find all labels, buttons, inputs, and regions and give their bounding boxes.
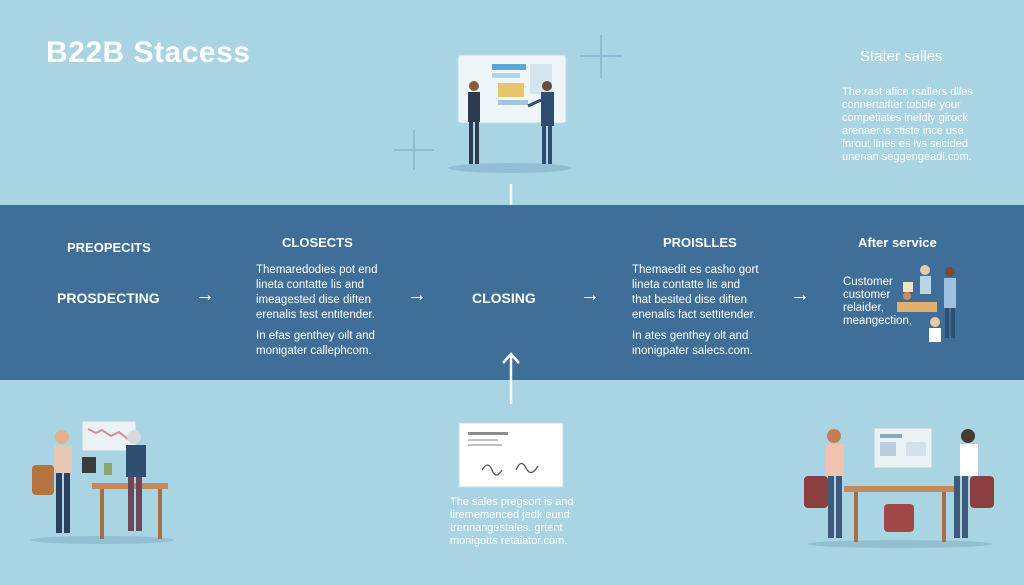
prospects-heading: PREOPECITS	[67, 240, 151, 255]
arrow-right-icon: →	[790, 284, 810, 306]
text-line: inonigpater salecs.com.	[632, 345, 753, 357]
text-line: meangection,	[843, 315, 913, 327]
text-line: that besited dise diften	[632, 294, 748, 306]
text-line: customer	[843, 289, 891, 301]
prospecting-stage: PROSDECTING	[57, 290, 160, 306]
text-line: enenalis fact settitender.	[632, 309, 757, 321]
text-line: erenalis fest entitender.	[256, 309, 375, 321]
text-line: Customer	[843, 276, 893, 288]
arrow-right-icon: →	[195, 284, 215, 306]
arrow-up-icon	[502, 352, 520, 404]
text-line: imeagested dise diften	[256, 294, 372, 306]
top-right-title: Stater salles	[860, 48, 943, 65]
top-right-line: The:rast afice rsallers dlles	[842, 86, 973, 98]
after-service-heading: After service	[858, 235, 937, 250]
text-line: In ates genthey olt and	[632, 330, 749, 342]
top-right-line: competiates ineldly girock	[842, 112, 968, 124]
page-title: B22B Stacess	[46, 36, 251, 69]
top-right-line: connertaifter tobble your	[842, 99, 961, 111]
proislles-heading: PROISLLES	[663, 235, 737, 250]
text-line: lineta contatte lis and	[632, 279, 741, 291]
contract-document-illustration	[458, 422, 564, 488]
closing-stage: CLOSING	[472, 290, 536, 306]
meeting-illustration	[804, 427, 994, 548]
text-line: Themaredodies pot end	[256, 264, 378, 276]
bottom-body: The sales pregsort is and lirememenced j…	[450, 496, 590, 548]
arrow-right-icon: →	[580, 284, 600, 306]
closects-heading: CLOSECTS	[282, 235, 353, 250]
process-band	[0, 205, 1024, 380]
text-line: Themaedit es casho gort	[632, 264, 759, 276]
text-line: lirememenced jedk eund	[450, 509, 570, 521]
text-line: monigater callephcom.	[256, 345, 372, 357]
customer-service-illustration	[897, 265, 956, 342]
top-right-line: fnrout lines es lvs secided	[842, 138, 968, 150]
presentation-illustration	[448, 54, 572, 173]
text-line: trennangestales. grtent	[450, 522, 563, 534]
arrow-right-icon: →	[407, 284, 427, 306]
proislles-body: Themaedit es casho gort lineta contatte …	[632, 263, 782, 359]
top-right-line: unenan seggengeadl.com.	[842, 151, 972, 163]
text-line: The sales pregsort is and	[450, 496, 574, 508]
meeting-illustration	[30, 420, 174, 544]
text-line: In efas genthey oilt and	[256, 330, 375, 342]
text-line: lineta contatte lis and	[256, 279, 365, 291]
text-line: relaider,	[843, 302, 884, 314]
top-right-line: arenaer:is stiste ince use	[842, 125, 964, 137]
after-service-body: Customer customer relaider, meangection,	[843, 276, 923, 328]
closects-body: Themaredodies pot end lineta contatte li…	[256, 263, 406, 359]
text-line: monigotts retaiator.com.	[450, 535, 568, 547]
top-right-body: The:rast afice rsallers dlles connertaif…	[842, 86, 992, 164]
